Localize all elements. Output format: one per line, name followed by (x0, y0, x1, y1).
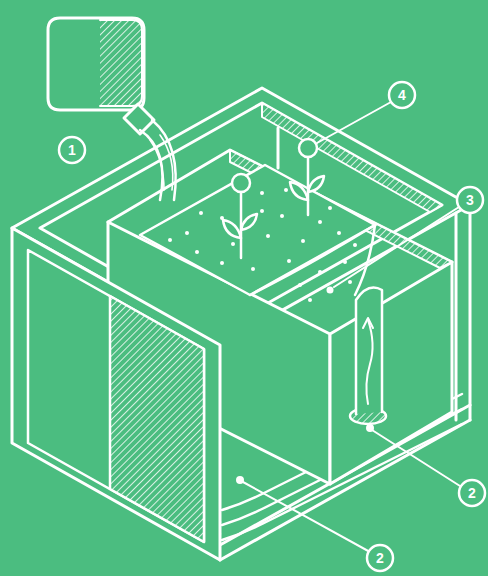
reservoir-panel-shade (110, 296, 204, 542)
reservoir-panel (28, 250, 204, 542)
pot-edge (277, 128, 280, 168)
water-stream-lines (150, 135, 173, 190)
callout-number: 3 (458, 188, 482, 212)
pot-side-face (330, 262, 452, 484)
reservoir-front-wall (12, 228, 220, 560)
callout-rings (59, 82, 485, 571)
water-can-shade (100, 20, 142, 106)
soil-grains (168, 188, 357, 302)
seedling (223, 139, 324, 258)
soil-edge (250, 225, 375, 295)
water-stream (140, 120, 176, 200)
callout-number: 1 (60, 138, 84, 162)
reservoir-edge (455, 213, 458, 420)
wick-tube (350, 288, 386, 424)
water-can (48, 18, 144, 110)
callout-number: 2 (460, 481, 484, 505)
leader-lines (237, 102, 460, 552)
reservoir-edge (469, 205, 472, 420)
callout-number: 4 (390, 83, 414, 107)
callout-number: 2 (368, 546, 392, 570)
